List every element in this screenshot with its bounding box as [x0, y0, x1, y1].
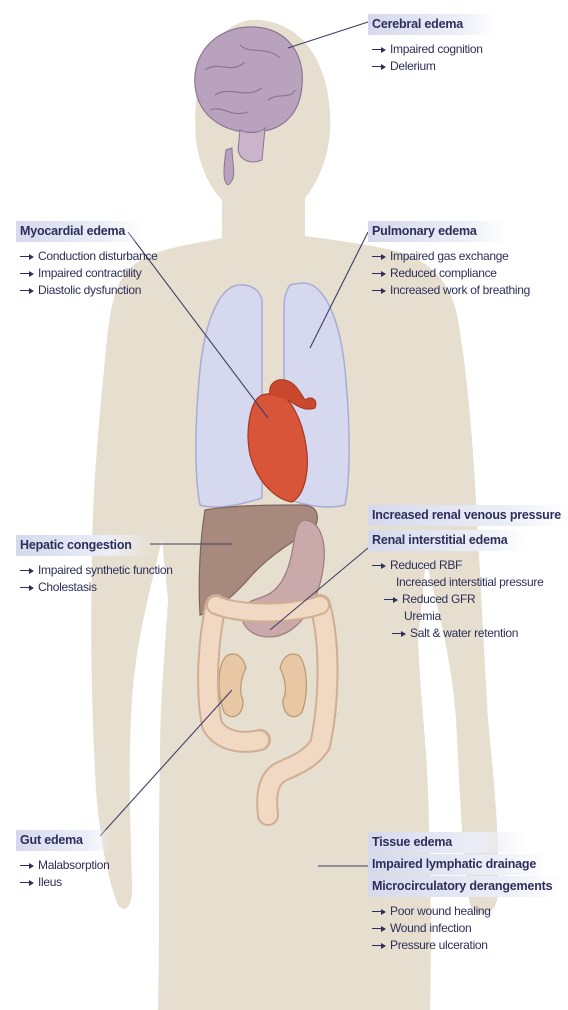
- callout-title: Myocardial edema: [16, 221, 142, 242]
- callout-gut-edema: Gut edema Malabsorption Ileus: [16, 830, 114, 891]
- callout-item: Malabsorption: [16, 857, 114, 874]
- callout-renal: Increased renal venous pressure Renal in…: [368, 505, 566, 642]
- callout-item: Diastolic dysfunction: [16, 282, 157, 299]
- callout-hepatic-congestion: Hepatic congestion Impaired synthetic fu…: [16, 535, 173, 596]
- callout-item: Increased interstitial pressure: [368, 574, 566, 591]
- callout-title: Cerebral edema: [368, 14, 496, 35]
- callout-item: Pressure ulceration: [368, 937, 562, 954]
- callout-item: Reduced RBF: [368, 557, 566, 574]
- callout-myocardial-edema: Myocardial edema Conduction disturbance …: [16, 221, 157, 299]
- callout-pulmonary-edema: Pulmonary edema Impaired gas exchange Re…: [368, 221, 530, 299]
- callout-item: Delerium: [368, 58, 496, 75]
- callout-item: Salt & water retention: [368, 625, 566, 642]
- callout-item: Reduced compliance: [368, 265, 530, 282]
- callout-item: Cholestasis: [16, 579, 173, 596]
- callout-title: Pulmonary edema: [368, 221, 506, 242]
- callout-tissue-edema: Tissue edema Impaired lymphatic drainage…: [368, 832, 562, 954]
- callout-title-renal-venous-pressure: Increased renal venous pressure: [368, 505, 566, 526]
- callout-item: Conduction disturbance: [16, 248, 157, 265]
- callout-item: Reduced GFR: [368, 591, 566, 608]
- callout-title-lymphatic-drainage: Impaired lymphatic drainage: [368, 854, 548, 875]
- callout-item: Ileus: [16, 874, 114, 891]
- callout-item: Impaired gas exchange: [368, 248, 530, 265]
- callout-item: Uremia: [368, 608, 566, 625]
- callout-title-microcirculatory: Microcirculatory derangements: [368, 876, 562, 897]
- callout-title-renal-interstitial-edema: Renal interstitial edema: [368, 530, 526, 551]
- callout-item: Wound infection: [368, 920, 562, 937]
- callout-title-tissue-edema: Tissue edema: [368, 832, 526, 853]
- callout-item: Poor wound healing: [368, 903, 562, 920]
- callout-cerebral-edema: Cerebral edema Impaired cognition Deleri…: [368, 14, 496, 75]
- callout-title: Gut edema: [16, 830, 114, 851]
- callout-item: Increased work of breathing: [368, 282, 530, 299]
- callout-item: Impaired cognition: [368, 41, 496, 58]
- callout-item: Impaired contractility: [16, 265, 157, 282]
- callout-item: Impaired synthetic function: [16, 562, 173, 579]
- callout-title: Hepatic congestion: [16, 535, 152, 556]
